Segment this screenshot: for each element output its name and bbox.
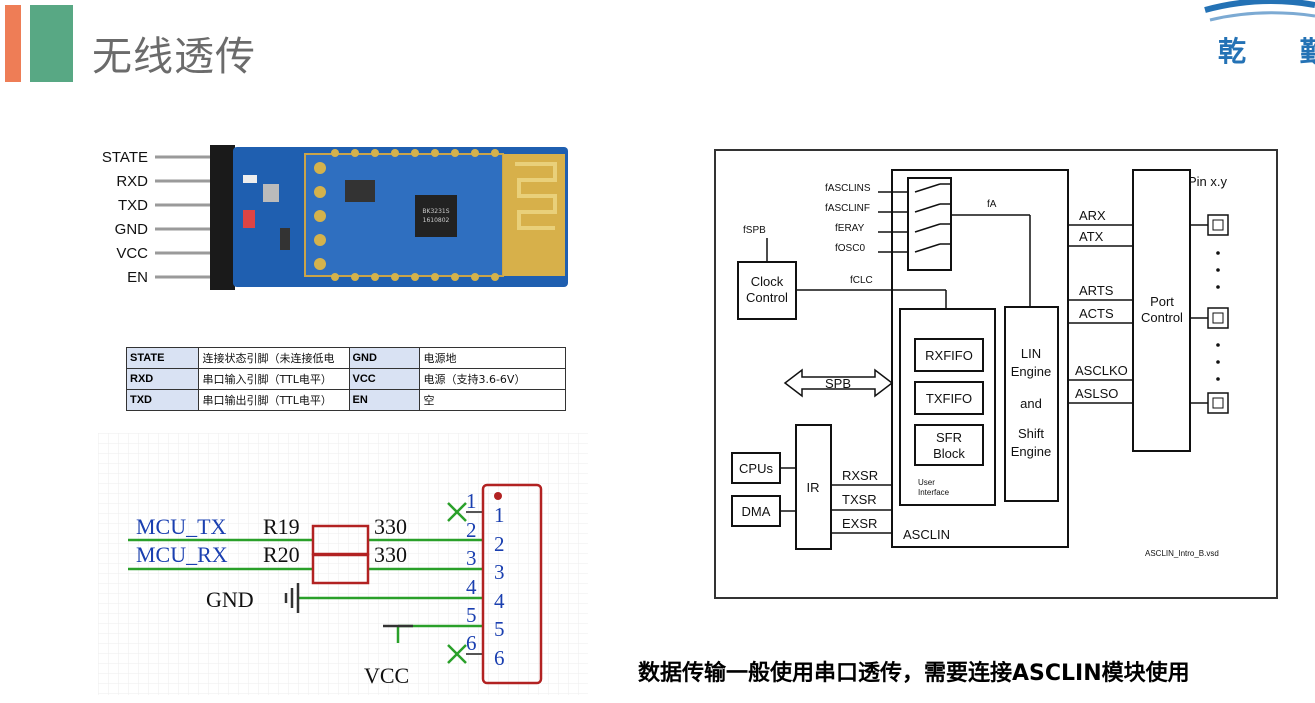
- r20-value: 330: [374, 542, 407, 567]
- asclin-block-diagram: fASCLINS fASCLINF fERAY fOSC0 fSPB fA fC…: [714, 149, 1278, 599]
- pin-number-inner: 3: [494, 560, 505, 584]
- signal-acts: ACTS: [1079, 306, 1114, 321]
- pin-number-inner: 1: [494, 503, 505, 527]
- signal-arx: ARX: [1079, 208, 1106, 223]
- txfifo-label: TXFIFO: [926, 391, 972, 406]
- user-interface-line2: Interface: [918, 488, 950, 497]
- pin-number-outer: 1: [466, 489, 477, 513]
- asclin-module-label: ASCLIN: [903, 527, 950, 542]
- slide-title: 无线透传: [92, 34, 256, 80]
- lin-engine-line4: Shift: [1018, 426, 1044, 441]
- company-logo-text: 乾 勤: [1218, 35, 1315, 68]
- clock-control-line2: Control: [746, 290, 788, 305]
- vcc-label: VCC: [364, 663, 409, 688]
- module-pin-rxd: RXD: [116, 173, 148, 190]
- pin-number-inner: 4: [494, 589, 505, 613]
- bluetooth-module-image: BK3231S 1610802: [155, 145, 568, 290]
- clock-input-eray: fERAY: [835, 223, 865, 234]
- exsr-label: EXSR: [842, 516, 877, 531]
- lin-engine-line3: and: [1020, 396, 1042, 411]
- pin-desc-cell: 电源地: [419, 347, 566, 369]
- table-row: TXD 串口输出引脚（TTL电平） EN 空: [125, 389, 566, 411]
- signal-aslso: ASLSO: [1075, 386, 1118, 401]
- spb-bus-label: SPB: [825, 376, 851, 391]
- chip-marking-line2: 1610802: [423, 217, 450, 224]
- pin-number-outer: 2: [466, 518, 477, 542]
- r20-label: R20: [263, 542, 300, 567]
- pin-number-inner: 6: [494, 646, 505, 670]
- pin-xy-label: Pin x.y: [1188, 174, 1228, 189]
- clock-control-line1: Clock: [751, 274, 784, 289]
- pin-number-outer: 4: [466, 575, 477, 599]
- pin-number-outer: 6: [466, 631, 477, 655]
- clock-fspb-label: fSPB: [743, 225, 766, 236]
- title-accent-orange-bar: [5, 5, 21, 82]
- module-pin-state: STATE: [101, 149, 148, 166]
- r19-value: 330: [374, 514, 407, 539]
- pin-desc-cell: 串口输入引脚（TTL电平）: [198, 368, 350, 390]
- diagram-file-name: ASCLIN_Intro_B.vsd: [1145, 549, 1219, 558]
- lin-engine-line2: Engine: [1011, 364, 1051, 379]
- company-logo-arc: [1204, 0, 1315, 22]
- pin-name-cell: TXD: [125, 389, 200, 411]
- ir-label: IR: [807, 480, 820, 495]
- dma-label: DMA: [742, 504, 771, 519]
- pin-number-outer: 5: [466, 603, 477, 627]
- clock-input-asclinf: fASCLINF: [825, 203, 870, 214]
- chip-marking-line1: BK3231S: [422, 208, 449, 215]
- title-accent-green-bar: [30, 5, 73, 82]
- txsr-label: TXSR: [842, 492, 877, 507]
- clock-input-osc0: fOSC0: [835, 243, 865, 254]
- pin-number-inner: 2: [494, 532, 505, 556]
- r19-label: R19: [263, 514, 300, 539]
- module-pin-gnd: GND: [114, 221, 148, 238]
- clock-fclc-label: fCLC: [850, 275, 873, 286]
- mcu-rx-label: MCU_RX: [136, 542, 228, 567]
- pin-number-outer: 3: [466, 546, 477, 570]
- pin-desc-cell: 连接状态引脚（未连接低电: [198, 347, 350, 369]
- pin-name-cell: VCC: [348, 368, 421, 390]
- lin-engine-line5: Engine: [1011, 444, 1051, 459]
- pin-description-table: STATE 连接状态引脚（未连接低电 GND 电源地 RXD 串口输入引脚（TT…: [125, 347, 566, 411]
- sfr-block-line1: SFR: [936, 430, 962, 445]
- pin-name-cell: STATE: [125, 347, 200, 369]
- pin-desc-cell: 电源（支持3.6-6V）: [419, 368, 566, 390]
- rxfifo-label: RXFIFO: [925, 348, 973, 363]
- user-interface-line1: User: [918, 478, 935, 487]
- pin-name-cell: RXD: [125, 368, 200, 390]
- port-control-line1: Port: [1150, 294, 1174, 309]
- lin-engine-line1: LIN: [1021, 346, 1041, 361]
- table-row: RXD 串口输入引脚（TTL电平） VCC 电源（支持3.6-6V）: [125, 368, 566, 390]
- signal-arts: ARTS: [1079, 283, 1114, 298]
- rxsr-label: RXSR: [842, 468, 878, 483]
- pin-desc-cell: 串口输出引脚（TTL电平）: [198, 389, 350, 411]
- gnd-label: GND: [206, 587, 254, 612]
- module-pin-en: EN: [127, 269, 148, 286]
- connection-schematic: MCU_TX MCU_RX R19 R20 330 330 GND VCC 1 …: [98, 433, 588, 695]
- clock-fa-label: fA: [987, 199, 997, 210]
- signal-asclko: ASCLKO: [1075, 363, 1128, 378]
- cpus-label: CPUs: [739, 461, 773, 476]
- slide-caption: 数据传输一般使用串口透传，需要连接ASCLIN模块使用: [638, 661, 1190, 686]
- module-pin-vcc: VCC: [116, 245, 148, 262]
- pin-desc-cell: 空: [419, 389, 566, 411]
- pin-name-cell: EN: [348, 389, 421, 411]
- table-row: STATE 连接状态引脚（未连接低电 GND 电源地: [125, 347, 566, 369]
- clock-input-ascllins: fASCLINS: [825, 183, 871, 194]
- port-control-line2: Control: [1141, 310, 1183, 325]
- mcu-tx-label: MCU_TX: [136, 514, 227, 539]
- module-pin-txd: TXD: [118, 197, 148, 214]
- pin-name-cell: GND: [348, 347, 421, 369]
- sfr-block-line2: Block: [933, 446, 965, 461]
- pin-number-inner: 5: [494, 617, 505, 641]
- signal-atx: ATX: [1079, 229, 1104, 244]
